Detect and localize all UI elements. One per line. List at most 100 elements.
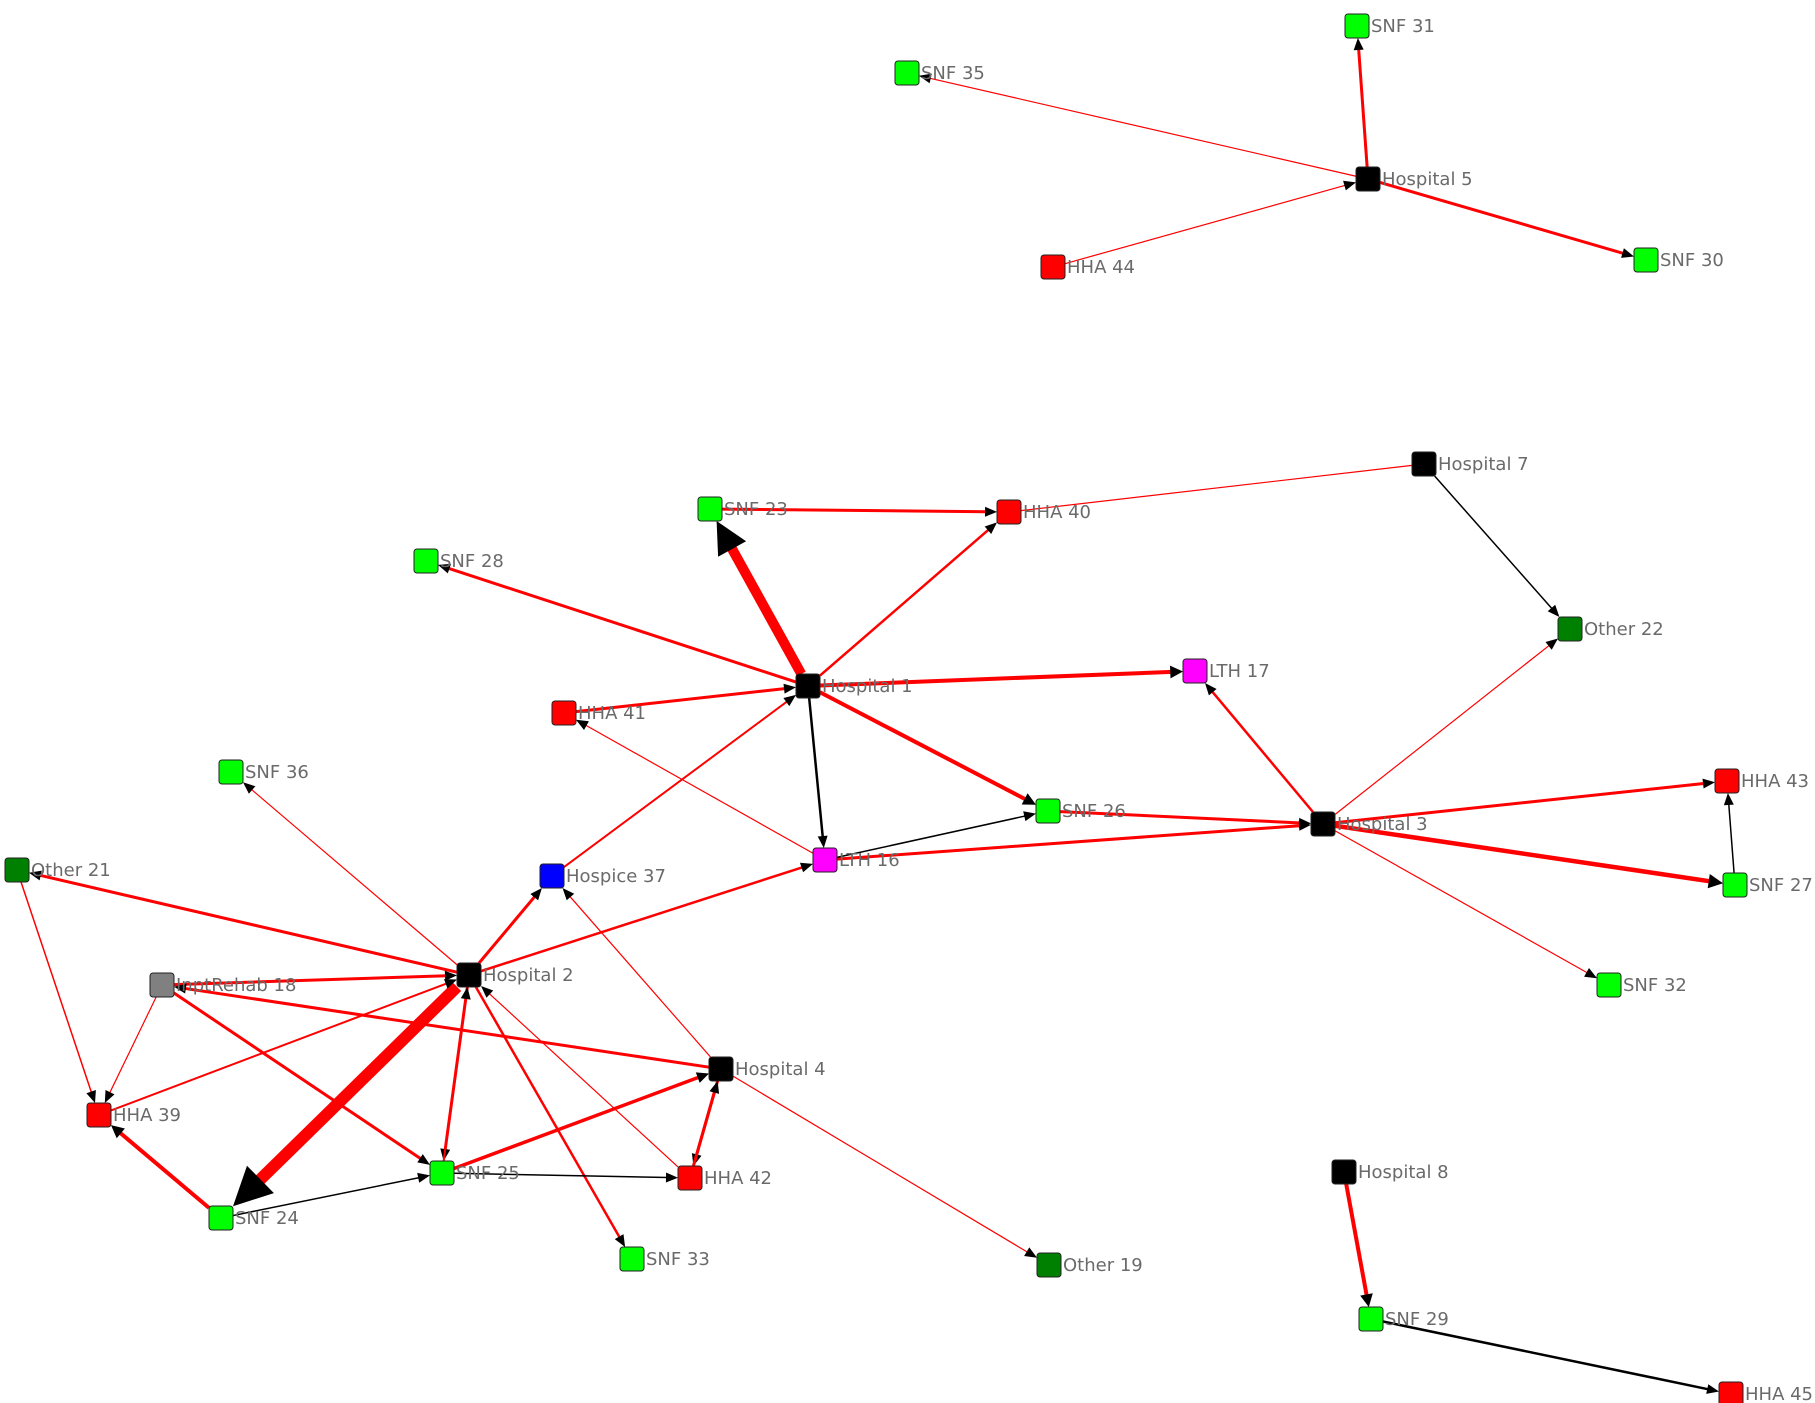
edge-h4-hospice37 [562,888,711,1058]
node-box[interactable] [149,972,175,998]
node-snf26[interactable]: SNF 26 [1035,798,1126,824]
node-snf29[interactable]: SNF 29 [1358,1306,1449,1332]
node-box[interactable] [1596,972,1622,998]
edge-arrowhead [1024,1247,1037,1258]
node-label: HHA 41 [578,703,646,724]
edge-rehab18-hha39 [104,996,157,1103]
node-box[interactable] [539,863,565,889]
node-snf23[interactable]: SNF 23 [697,496,788,522]
node-label: SNF 24 [235,1208,299,1229]
node-snf35[interactable]: SNF 35 [894,60,985,86]
node-box[interactable] [1718,1381,1744,1403]
edge-line [252,982,462,1188]
edge-line [1434,475,1554,610]
node-box[interactable] [1411,451,1437,477]
node-box[interactable] [456,962,482,988]
node-hha42[interactable]: HHA 42 [677,1165,772,1191]
node-box[interactable] [1040,254,1066,280]
node-h5[interactable]: Hospital 5 [1355,166,1473,192]
node-hha41[interactable]: HHA 41 [551,700,646,726]
node-rehab18[interactable]: InptRehab 18 [149,972,296,998]
node-box[interactable] [677,1165,703,1191]
node-lth16[interactable]: LTH 16 [812,847,900,873]
edge-h3-other22 [1334,638,1558,815]
node-box[interactable] [795,673,821,699]
node-other22[interactable]: Other 22 [1557,616,1664,642]
edge-line [474,986,622,1239]
edge-line [1344,1183,1369,1297]
node-box[interactable] [1036,1252,1062,1278]
node-other21[interactable]: Other 21 [4,857,111,883]
node-label: SNF 23 [724,499,788,520]
node-h3[interactable]: Hospital 3 [1310,811,1428,837]
edge-arrowhead [716,521,747,557]
edge-rehab18-snf25 [173,991,430,1165]
node-box[interactable] [708,1056,734,1082]
node-snf30[interactable]: SNF 30 [1633,247,1724,273]
node-box[interactable] [429,1160,455,1186]
edge-arrowhead [817,835,828,848]
edge-h2-snf33 [474,986,626,1247]
nodes-layer: Hospital 1 Hospital 2 Hospital 3 Hospital 4… [4,13,1813,1403]
node-label: Hospital 7 [1438,454,1529,475]
node-h2[interactable]: Hospital 2 [456,962,574,988]
node-box[interactable] [86,1102,112,1128]
node-hha44[interactable]: HHA 44 [1040,254,1135,280]
edge-line [819,690,1028,802]
node-hha39[interactable]: HHA 39 [86,1102,181,1128]
node-h4[interactable]: Hospital 4 [708,1056,826,1082]
node-h7[interactable]: Hospital 7 [1411,451,1529,477]
node-box[interactable] [697,496,723,522]
node-box[interactable] [1358,1306,1384,1332]
node-box[interactable] [812,847,838,873]
node-snf24[interactable]: SNF 24 [208,1205,299,1231]
node-label: Hospital 3 [1337,814,1428,835]
node-snf36[interactable]: SNF 36 [218,759,309,785]
node-box[interactable] [413,548,439,574]
edge-h8-snf29 [1344,1183,1373,1307]
node-box[interactable] [1344,13,1370,39]
edge-arrowhead [233,1165,274,1207]
node-label: LTH 17 [1209,661,1270,682]
edge-rehab18-h2 [173,970,457,987]
node-snf33[interactable]: SNF 33 [619,1246,710,1272]
node-box[interactable] [1035,798,1061,824]
node-hha43[interactable]: HHA 43 [1714,768,1809,794]
node-box[interactable] [1557,616,1583,642]
node-label: Hospice 37 [566,866,666,887]
node-snf31[interactable]: SNF 31 [1344,13,1435,39]
node-box[interactable] [1355,166,1381,192]
node-box[interactable] [1722,872,1748,898]
node-hospice37[interactable]: Hospice 37 [539,863,666,889]
node-box[interactable] [1182,658,1208,684]
edge-arrowhead [444,979,457,989]
node-label: HHA 39 [113,1105,181,1126]
edge-h3-snf27 [1334,823,1723,889]
node-box[interactable] [619,1246,645,1272]
node-snf28[interactable]: SNF 28 [413,548,504,574]
edge-arrowhead [1205,683,1217,696]
node-box[interactable] [1331,1159,1357,1185]
edge-arrowhead [1343,180,1356,191]
node-snf32[interactable]: SNF 32 [1596,972,1687,998]
node-box[interactable] [1310,811,1336,837]
node-snf27[interactable]: SNF 27 [1722,872,1813,898]
node-box[interactable] [1633,247,1659,273]
node-h1[interactable]: Hospital 1 [795,673,913,699]
node-h8[interactable]: Hospital 8 [1331,1159,1449,1185]
node-box[interactable] [218,759,244,785]
node-lth17[interactable]: LTH 17 [1182,658,1270,684]
node-other19[interactable]: Other 19 [1036,1252,1143,1278]
node-hha45[interactable]: HHA 45 [1718,1381,1813,1403]
node-box[interactable] [208,1205,234,1231]
node-snf25[interactable]: SNF 25 [429,1160,520,1186]
edge-snf24-hha39 [111,1125,211,1210]
edge-h2-snf36 [243,782,458,966]
node-box[interactable] [1714,768,1740,794]
edge-hha42-h4 [691,1081,720,1167]
node-box[interactable] [4,857,30,883]
node-hha40[interactable]: HHA 40 [996,499,1091,525]
node-box[interactable] [894,60,920,86]
node-box[interactable] [551,700,577,726]
node-box[interactable] [996,499,1022,525]
